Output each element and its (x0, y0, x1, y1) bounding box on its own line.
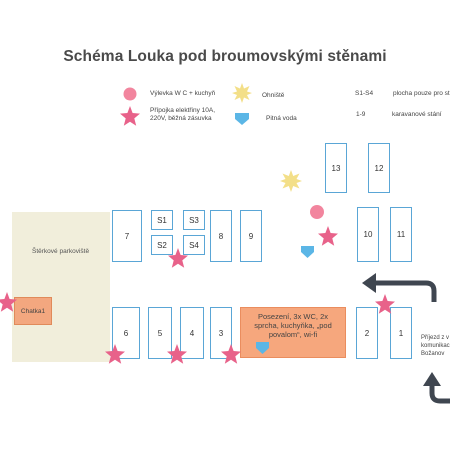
pitch-s1[interactable]: S1 (151, 210, 173, 230)
water-tap-icon (301, 246, 314, 258)
power-star-icon (167, 344, 187, 364)
legend-fire: Ohniště (262, 92, 285, 99)
pitch-13[interactable]: 13 (325, 143, 347, 193)
pitch-12[interactable]: 12 (368, 143, 390, 193)
fire-legend-icon (232, 83, 252, 103)
pitch-8[interactable]: 8 (210, 210, 232, 262)
power-legend-star-icon (120, 106, 140, 126)
pitch-7[interactable]: 7 (112, 210, 142, 262)
pitch-s4[interactable]: S4 (183, 235, 205, 255)
map-title: Schéma Louka pod broumovskými stěnami (63, 48, 387, 65)
fire-pit-icon (280, 170, 302, 192)
power-star-icon (0, 292, 17, 312)
gravel-parking-area (12, 212, 110, 362)
pitch-2[interactable]: 2 (356, 307, 378, 359)
legend-wc-kitchen: Výlevka W C + kuchyň (150, 90, 216, 97)
legend-range-s: S1-S4 (355, 90, 374, 97)
power-star-icon (318, 226, 338, 246)
pitch-s3[interactable]: S3 (183, 210, 205, 230)
wc-kitchen-icon (310, 205, 324, 219)
arrival-road-icon (429, 384, 450, 404)
legend-power: Přípojka elektřiny 10A, 220V, běžná zásu… (150, 107, 216, 122)
wc-kitchen-legend-icon (123, 87, 137, 101)
pitch-3[interactable]: 3 (210, 307, 232, 359)
legend-water: Pitná voda (266, 115, 297, 122)
power-star-icon (168, 248, 188, 268)
water-tap-icon (256, 342, 269, 354)
legend-range-num-desc: karavanové stání (392, 111, 442, 118)
arrival-label: Příjezd z v komunikac Božanov (421, 335, 450, 357)
pitch-5[interactable]: 5 (148, 307, 172, 359)
legend-range-num: 1-9 (356, 111, 366, 118)
facility-building: Posezení, 3x WC, 2x sprcha, kuchyňka, „p… (240, 307, 346, 358)
pitch-4[interactable]: 4 (180, 307, 204, 359)
legend-range-s-desc: plocha pouze pro stá (393, 90, 450, 97)
gravel-parking-label: Štěrkové parkoviště (32, 248, 90, 255)
arrow-head-icon (423, 372, 441, 386)
arrow-head-icon (362, 273, 376, 293)
pitch-1[interactable]: 1 (390, 307, 412, 359)
power-star-icon (375, 294, 395, 314)
pitch-11[interactable]: 11 (390, 207, 412, 262)
power-star-icon (105, 344, 125, 364)
chatka-cabin: Chatka1 (14, 297, 52, 325)
pitch-9[interactable]: 9 (240, 210, 262, 262)
power-star-icon (221, 344, 241, 364)
pitch-10[interactable]: 10 (357, 207, 379, 262)
pitch-s2[interactable]: S2 (151, 235, 173, 255)
water-legend-icon (235, 113, 249, 125)
arrival-arrow-icon (374, 280, 437, 302)
